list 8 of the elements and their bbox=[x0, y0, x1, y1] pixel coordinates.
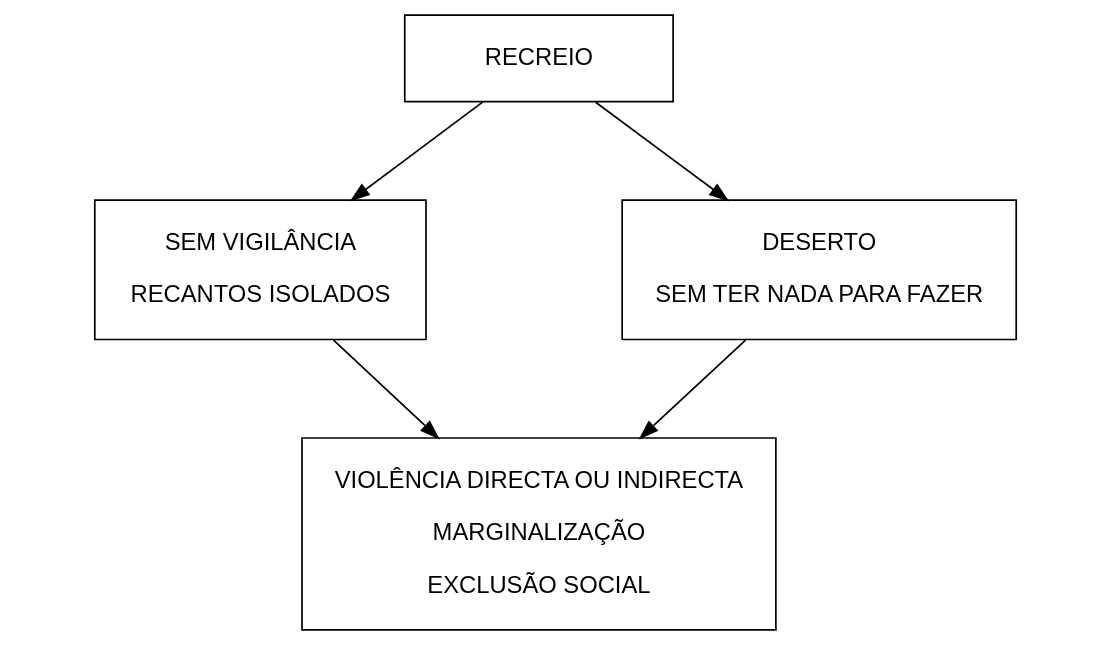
arrow bbox=[332, 339, 440, 440]
node-box: SEM VIGILÂNCIA RECANTOS ISOLADOS bbox=[93, 199, 427, 341]
arrow bbox=[638, 339, 746, 440]
node-box: RECREIO bbox=[403, 14, 674, 103]
node-box: VIOLÊNCIA DIRECTA OU INDIRECTA MARGINALIZAÇÃO EXCLUSÃO SOCIAL bbox=[300, 437, 777, 631]
arrow bbox=[349, 101, 483, 202]
arrow bbox=[594, 101, 729, 202]
node-box: DESERTO SEM TER NADA PARA FAZER bbox=[620, 199, 1017, 341]
